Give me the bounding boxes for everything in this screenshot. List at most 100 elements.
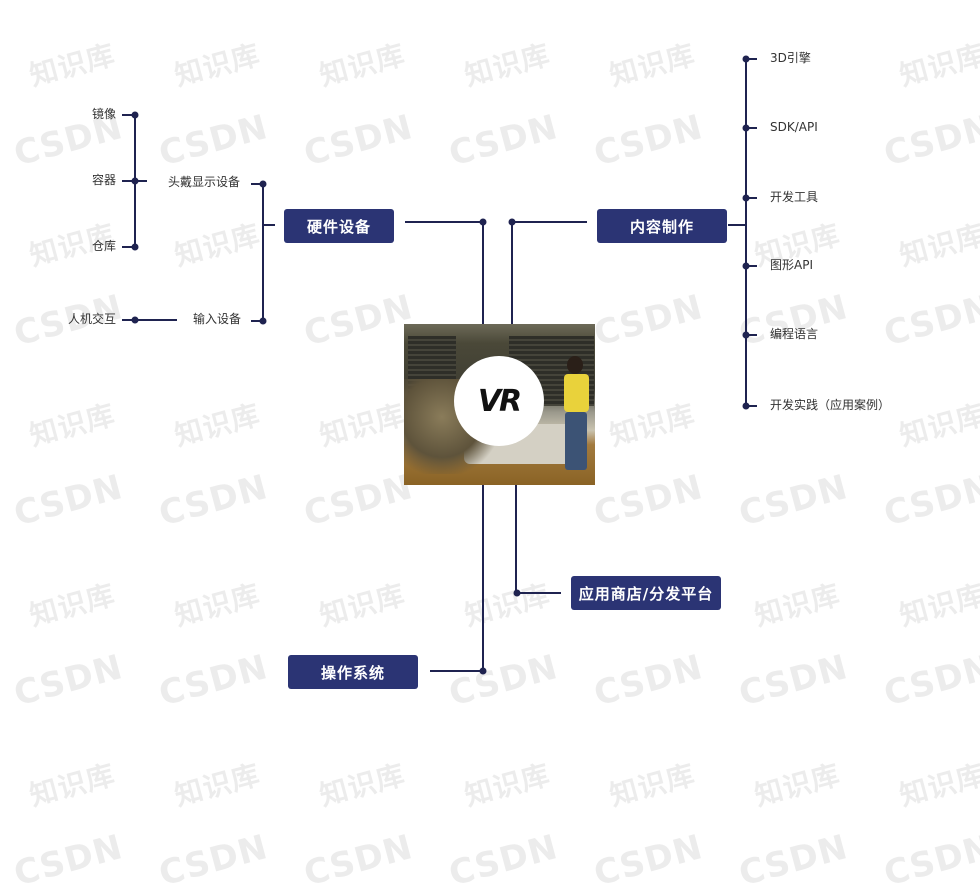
connector-line (430, 670, 482, 672)
connector-line (122, 319, 177, 321)
connector-line (728, 224, 745, 226)
watermark-en: CSDN (879, 647, 980, 715)
watermark-en: CSDN (154, 827, 273, 894)
connector-line (516, 592, 561, 594)
connector-line (511, 221, 587, 223)
connector-line (745, 197, 757, 199)
watermark-en: CSDN (734, 467, 853, 535)
connector-line (511, 221, 513, 324)
branch-node-os[interactable]: 操作系统 (288, 655, 418, 689)
leaf-node[interactable]: 3D引擎 (770, 51, 811, 65)
watermark-en: CSDN (444, 647, 563, 715)
watermark-zh: 知识库 (26, 757, 119, 813)
watermark-zh: 知识库 (896, 217, 980, 273)
connector-dot (742, 402, 750, 410)
connector-line (262, 183, 264, 320)
watermark-en: CSDN (734, 827, 853, 894)
person-legs-shape (565, 412, 587, 470)
connector-line (745, 58, 757, 60)
watermark-zh: 知识库 (26, 577, 119, 633)
watermark-zh: 知识库 (896, 37, 980, 93)
connector-dot (131, 243, 139, 251)
connector-dot (479, 218, 487, 226)
watermark-en: CSDN (299, 107, 418, 175)
watermark-en: CSDN (589, 107, 708, 175)
watermark-en: CSDN (9, 827, 128, 894)
leaf-node[interactable]: 开发实践（应用案例） (770, 398, 891, 412)
connector-dot (513, 589, 521, 597)
watermark-zh: 知识库 (896, 397, 980, 453)
watermark-zh: 知识库 (171, 37, 264, 93)
connector-line (122, 246, 134, 248)
leaf-node[interactable]: 编程语言 (770, 327, 819, 341)
connector-dot (479, 667, 487, 675)
watermark-en: CSDN (9, 467, 128, 535)
branch-node-app-store[interactable]: 应用商店/分发平台 (571, 576, 721, 610)
vr-logo-icon: VR (454, 356, 544, 446)
connector-dot (742, 55, 750, 63)
connector-line (745, 334, 757, 336)
watermark-zh: 知识库 (316, 397, 409, 453)
person-head-shape (567, 356, 583, 374)
branch-node-hardware[interactable]: 硬件设备 (284, 209, 394, 243)
watermark-zh: 知识库 (751, 577, 844, 633)
watermark-zh: 知识库 (26, 37, 119, 93)
leaf-node[interactable]: 图形API (770, 258, 813, 272)
connector-line (251, 320, 262, 322)
watermark-zh: 知识库 (751, 757, 844, 813)
watermark-en: CSDN (589, 467, 708, 535)
watermark-zh: 知识库 (606, 397, 699, 453)
watermark-en: CSDN (154, 467, 273, 535)
connector-dot (508, 218, 516, 226)
watermark-en: CSDN (879, 467, 980, 535)
center-node-image[interactable]: VR (404, 324, 595, 485)
connector-dot (131, 316, 139, 324)
connector-dot (742, 194, 750, 202)
connector-line (745, 405, 757, 407)
connector-line (262, 224, 275, 226)
sub-node[interactable]: 头戴显示设备 (168, 175, 241, 189)
watermark-zh: 知识库 (896, 577, 980, 633)
watermark-en: CSDN (299, 287, 418, 355)
leaf-node[interactable]: 人机交互 (68, 312, 117, 326)
watermark-zh: 知识库 (26, 397, 119, 453)
watermark-zh: 知识库 (461, 37, 554, 93)
connector-line (515, 485, 517, 592)
leaf-node[interactable]: SDK/API (770, 120, 818, 134)
sub-node[interactable]: 输入设备 (193, 312, 242, 326)
connector-dot (259, 180, 267, 188)
connector-dot (131, 177, 139, 185)
connector-line (405, 221, 482, 223)
watermark-zh: 知识库 (171, 217, 264, 273)
watermark-en: CSDN (589, 827, 708, 894)
leaf-node[interactable]: 镜像 (92, 107, 117, 121)
leaf-node[interactable]: 仓库 (92, 239, 117, 253)
watermark-en: CSDN (879, 827, 980, 894)
watermark-en: CSDN (299, 467, 418, 535)
connector-line (745, 58, 747, 405)
watermark-zh: 知识库 (606, 37, 699, 93)
watermark-en: CSDN (734, 287, 853, 355)
watermark-zh: 知识库 (896, 757, 980, 813)
connector-dot (742, 331, 750, 339)
watermark-zh: 知识库 (316, 37, 409, 93)
watermark-en: CSDN (589, 647, 708, 715)
watermark-en: CSDN (154, 647, 273, 715)
watermark-en: CSDN (734, 647, 853, 715)
watermark-zh: 知识库 (171, 397, 264, 453)
watermark-zh: 知识库 (461, 757, 554, 813)
leaf-node[interactable]: 容器 (92, 173, 117, 187)
connector-dot (742, 124, 750, 132)
watermark-zh: 知识库 (461, 577, 554, 633)
connector-dot (259, 317, 267, 325)
connector-dot (742, 262, 750, 270)
branch-node-content[interactable]: 内容制作 (597, 209, 727, 243)
watermark-en: CSDN (879, 107, 980, 175)
connector-line (251, 183, 262, 185)
watermark-zh: 知识库 (316, 757, 409, 813)
vr-logo-text: VR (477, 383, 522, 419)
connector-line (745, 127, 757, 129)
person-top-shape (564, 374, 589, 412)
watermark-zh: 知识库 (316, 577, 409, 633)
leaf-node[interactable]: 开发工具 (770, 190, 819, 204)
